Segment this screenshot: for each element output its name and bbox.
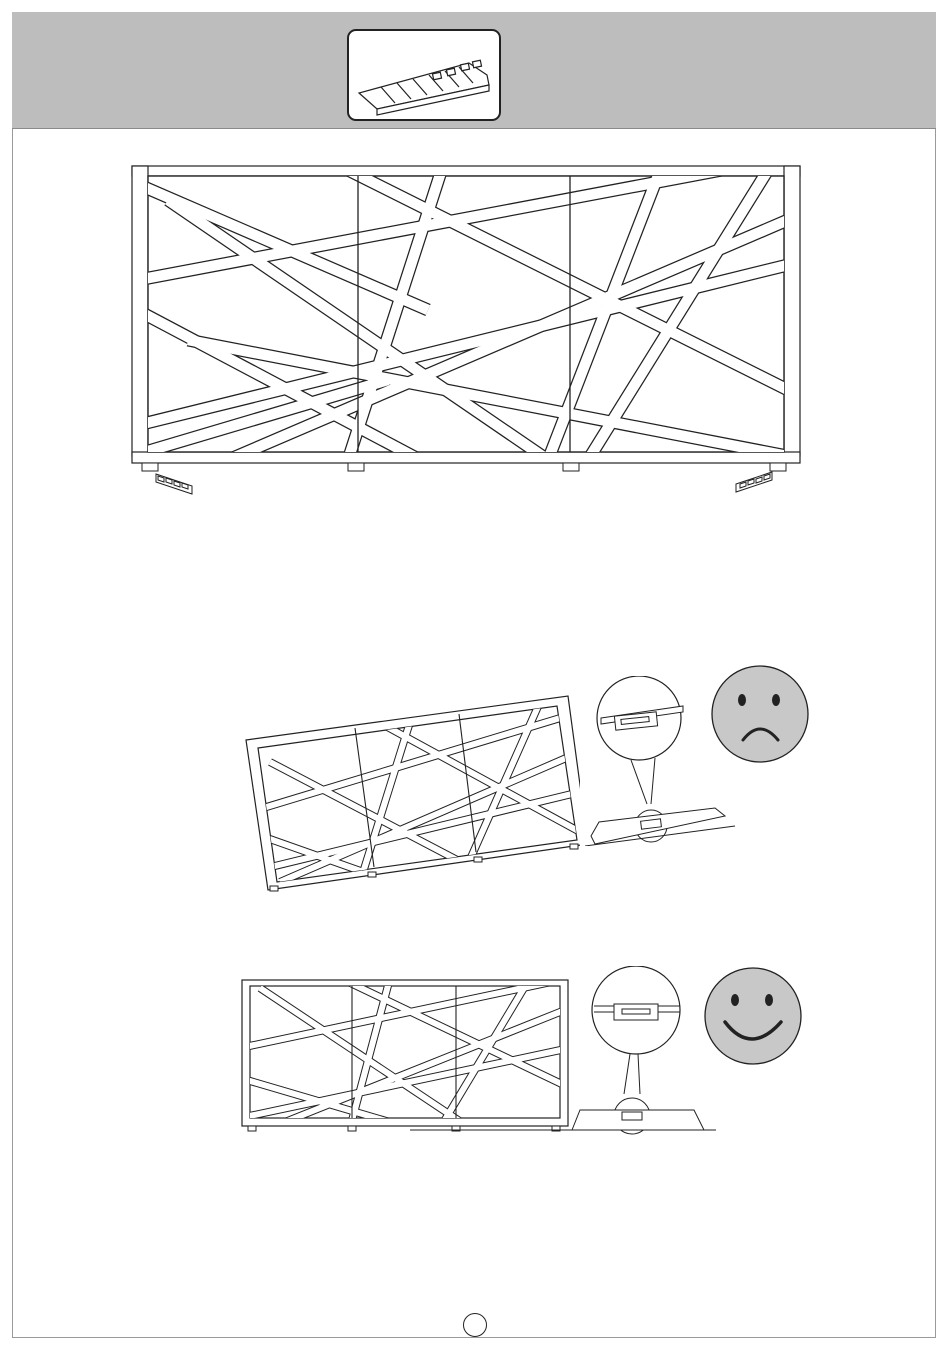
sideboard-tilted-on-uneven-floor [240,692,580,897]
sideboard-level-after-shims [240,978,570,1136]
level-detail-callout [568,966,718,1136]
wedge-shim-icon [349,31,503,123]
happy-face-icon [703,966,803,1066]
page-number [463,1313,487,1337]
sad-face-icon [710,664,810,764]
sideboard-front-with-shims [128,160,808,505]
part-box [347,29,501,121]
